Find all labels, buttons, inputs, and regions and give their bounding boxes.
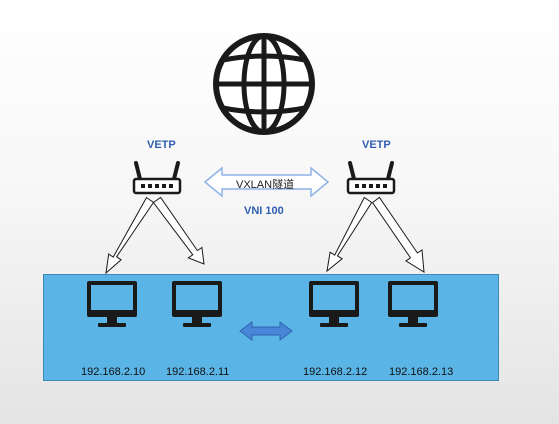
vtep-label-left: VETP [147,139,176,151]
lan-arrow [239,321,293,341]
router-icon-right [346,161,396,195]
host-ip-label: 192.168.2.12 [303,366,368,378]
host-ip-label: 192.168.2.13 [389,366,454,378]
monitor-icon-2 [172,281,222,327]
vni-label: VNI 100 [244,205,284,217]
uplink-arrows [105,196,425,275]
host-ip-label: 192.168.2.10 [81,366,146,378]
tunnel-label: VXLAN隧道 [236,179,295,191]
monitor-icon-3 [309,281,359,327]
vtep-label-right: VETP [362,139,391,151]
host-ip-label: 192.168.2.11 [166,366,230,378]
globe-icon [213,33,315,135]
monitor-icon-4 [388,281,438,327]
router-icon-left [132,161,182,195]
tunnel-arrow [203,166,330,198]
monitor-icon-1 [87,281,137,327]
